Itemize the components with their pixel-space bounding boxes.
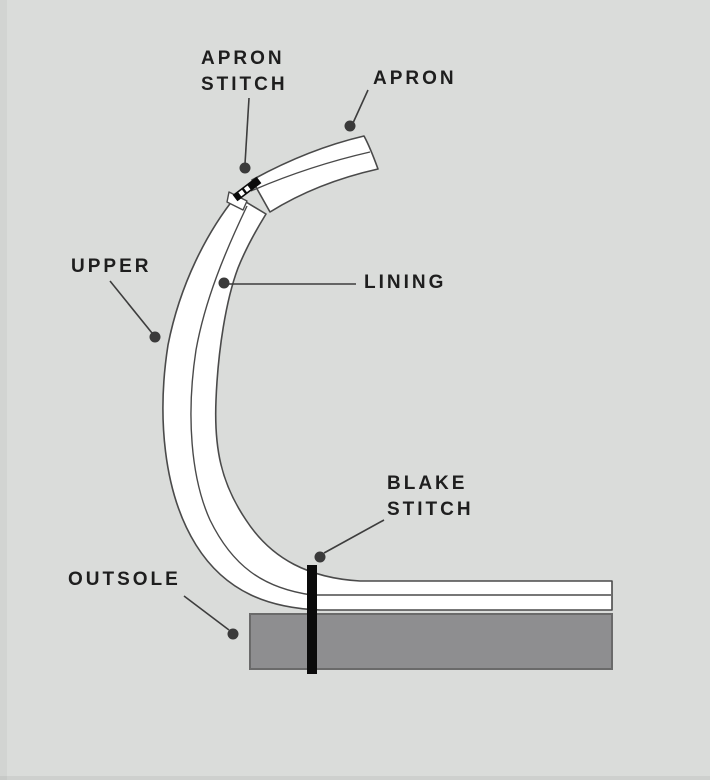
- upper-lining-band-shape: [162, 195, 613, 611]
- label-apron: APRON: [373, 68, 457, 89]
- marker-dot-lining: [218, 277, 230, 289]
- apron-stitch-bar: [232, 176, 262, 202]
- marker-dot-blake-stitch: [314, 551, 326, 563]
- label-blake-stitch-line2: STITCH: [387, 499, 474, 520]
- apron-seam-line: [250, 151, 371, 192]
- leader-line-apron-stitch: [244, 97, 250, 165]
- leader-line-outsole: [183, 595, 230, 631]
- left-edge-shade: [0, 0, 7, 780]
- label-apron-stitch: APRON STITCH: [201, 46, 288, 98]
- leader-line-blake-stitch: [323, 519, 385, 554]
- label-outsole: OUTSOLE: [68, 569, 181, 590]
- marker-dots: [149, 120, 356, 640]
- label-lining: LINING: [364, 272, 447, 293]
- label-apron-stitch-line1: APRON: [201, 48, 285, 69]
- leader-line-apron: [352, 89, 369, 124]
- label-apron-stitch-line2: STITCH: [201, 74, 288, 95]
- label-blake-stitch: BLAKE STITCH: [387, 471, 474, 523]
- label-upper: UPPER: [71, 256, 152, 277]
- bottom-edge-shade: [0, 776, 710, 780]
- label-blake-stitch-line1: BLAKE: [387, 473, 468, 494]
- marker-dot-outsole: [227, 628, 239, 640]
- apron-shape: [251, 135, 379, 213]
- blake-stitch-bar: [307, 565, 317, 674]
- marker-dot-upper: [149, 331, 161, 343]
- leader-line-upper: [109, 280, 153, 334]
- marker-dot-apron: [344, 120, 356, 132]
- outsole-shape: [249, 613, 613, 670]
- leader-lines: [109, 89, 385, 631]
- band-seam-line: [190, 205, 611, 596]
- marker-dot-apron-stitch: [239, 162, 251, 174]
